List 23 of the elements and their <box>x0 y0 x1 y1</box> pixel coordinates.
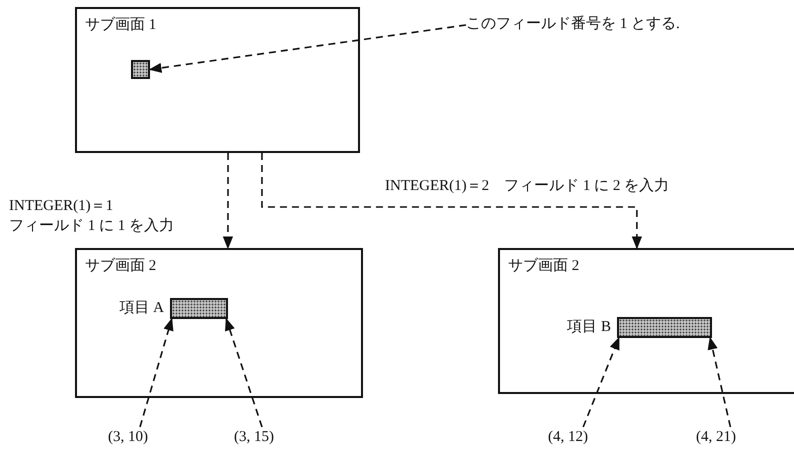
arrow <box>225 318 263 428</box>
coordinate-label: (4, 12) <box>548 427 628 447</box>
screen-box <box>75 248 363 398</box>
screen-box <box>75 7 360 153</box>
screen-title: サブ画面 2 <box>85 256 156 275</box>
input-field <box>131 60 150 79</box>
arrow <box>582 336 620 428</box>
coordinate-label: (3, 15) <box>234 427 314 447</box>
coordinate-label: (3, 10) <box>108 427 188 447</box>
coordinate-label: (4, 21) <box>696 427 776 447</box>
input-field <box>617 317 712 338</box>
input-field <box>170 298 228 319</box>
field-label: 項目 A <box>119 299 164 318</box>
screen-title: サブ画面 2 <box>508 256 580 275</box>
arrow <box>222 153 234 250</box>
arrow <box>139 318 174 428</box>
leader-line <box>148 24 466 73</box>
screen-box <box>498 248 794 394</box>
arrow <box>261 153 642 250</box>
field-label: 項目 B <box>567 318 611 337</box>
note-text: このフィールド番号を 1 とする. <box>466 14 766 36</box>
arrow <box>708 336 732 428</box>
screen-title: サブ画面 1 <box>85 16 156 34</box>
